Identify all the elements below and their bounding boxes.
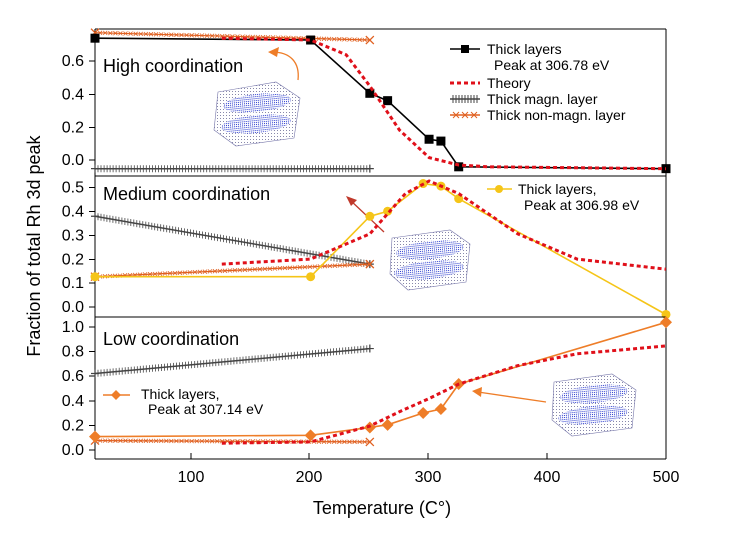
- panel-medium-coordination: 0.0 0.1 0.2 0.3 0.4 0.5 Medium coordinat…: [62, 175, 671, 319]
- x-tick-label: 100: [178, 469, 205, 486]
- legend-label: Theory: [487, 75, 531, 91]
- series-line-thick-magn-layer: [94, 347, 370, 375]
- legend-label: Thick non-magn. layer: [487, 107, 626, 123]
- y-tick-label: 0.0: [62, 299, 84, 316]
- y-tick-label: 0.0: [62, 442, 84, 459]
- data-point-diamond: [417, 406, 430, 419]
- series-line-thick-non-magn-layer: [94, 263, 370, 278]
- data-point-thick-magn-layer: [91, 369, 99, 378]
- data-point-diamond: [89, 430, 101, 443]
- panel-medium-arrowhead: [346, 196, 357, 206]
- panel-low-arrowhead: [472, 387, 482, 397]
- legend-label: Thick magn. layer: [487, 91, 598, 107]
- legend-label: Thick layers,: [518, 181, 597, 197]
- series-line-theory: [221, 179, 667, 271]
- series-hatch-thick-non-magn-layer: [92, 30, 373, 43]
- panel-high-legend: Thick layers Peak at 306.78 eV Theory Th…: [450, 41, 626, 123]
- data-point-thick-non-magn-layer: [365, 259, 375, 269]
- series-line-thick-layers: [94, 321, 667, 438]
- y-tick-label: 0.2: [62, 252, 84, 269]
- data-point-circle: [90, 272, 100, 282]
- x-tick-label: 300: [415, 469, 442, 486]
- y-tick-label: 0.3: [62, 228, 84, 245]
- legend-sublabel: Peak at 307.14 eV: [148, 401, 264, 417]
- x-tick-label: 400: [534, 469, 561, 486]
- panel-high-coordination: 0.0 0.2 0.4 0.6 High coordination Thick …: [62, 28, 671, 176]
- panel-low-atom-cluster-image: [551, 373, 637, 437]
- data-point-square: [90, 33, 100, 43]
- data-point-square: [383, 96, 393, 106]
- series-line-theory: [221, 36, 667, 171]
- panel-medium-atom-cluster-image: [389, 229, 471, 291]
- series-line-theory: [221, 344, 667, 445]
- legend-marker-diamond: [111, 390, 121, 400]
- y-tick-label: 0.2: [62, 418, 84, 435]
- panel-high-atom-cluster-image: [213, 81, 301, 147]
- legend-label: Thick layers: [487, 41, 562, 57]
- y-tick-label: 0.4: [62, 393, 84, 410]
- y-tick-label: 0.0: [62, 152, 84, 169]
- panel-medium-series: [90, 179, 671, 319]
- y-tick-label: 0.5: [62, 180, 84, 197]
- data-point-square: [436, 136, 446, 146]
- y-axis-label: Fraction of total Rh 3d peak: [24, 134, 44, 356]
- panel-high-y-ticks: 0.0 0.2 0.4 0.6: [62, 53, 95, 169]
- y-tick-label: 0.2: [62, 120, 84, 137]
- data-point-diamond: [381, 418, 394, 431]
- y-tick-label: 0.4: [62, 87, 84, 104]
- panel-low-series: [89, 316, 672, 447]
- data-point-square: [424, 134, 434, 144]
- panel-low-title: Low coordination: [103, 329, 239, 349]
- legend-label: Thick layers,: [141, 386, 220, 402]
- legend-sublabel: Peak at 306.78 eV: [494, 57, 610, 73]
- legend-marker-square: [461, 45, 469, 53]
- x-axis-label: Temperature (C°): [313, 498, 451, 518]
- panel-low-coordination: 0.0 0.2 0.4 0.6 0.8 1.0 Low coordination…: [62, 316, 672, 460]
- panel-medium-legend: Thick layers, Peak at 306.98 eV: [487, 181, 640, 213]
- data-point-circle: [306, 272, 316, 282]
- x-tick-label: 500: [653, 469, 680, 486]
- y-tick-label: 0.1: [62, 275, 84, 292]
- panel-high-arrowhead: [268, 47, 279, 57]
- y-tick-label: 0.8: [62, 344, 84, 361]
- data-point-square: [365, 88, 375, 98]
- y-tick-label: 0.4: [62, 204, 84, 221]
- legend-marker-nonmagn: [452, 111, 478, 119]
- data-point-diamond: [660, 316, 672, 329]
- data-point-thick-magn-layer: [365, 344, 374, 353]
- x-tick-label: 200: [296, 469, 323, 486]
- x-axis-ticks: 100 200 300 400 500: [178, 453, 680, 486]
- panel-medium-title: Medium coordination: [103, 184, 270, 204]
- data-point-square: [306, 35, 316, 45]
- panel-high-title: High coordination: [103, 56, 243, 76]
- panel-medium-y-ticks: 0.0 0.1 0.2 0.3 0.4 0.5: [62, 180, 95, 316]
- data-point-diamond: [304, 429, 317, 442]
- legend-marker-magn: [452, 95, 478, 103]
- data-point-thick-magn-layer: [91, 212, 99, 221]
- data-point-circle: [365, 211, 375, 221]
- data-point-thick-magn-layer: [91, 164, 99, 173]
- panel-high-series: [90, 28, 671, 174]
- panel-low-legend: Thick layers, Peak at 307.14 eV: [103, 386, 264, 417]
- data-point-diamond: [434, 403, 447, 416]
- panel-low-y-ticks: 0.0 0.2 0.4 0.6 0.8 1.0: [62, 319, 95, 459]
- data-point-thick-magn-layer: [365, 164, 374, 173]
- legend-marker-circle: [495, 185, 503, 193]
- data-point-thick-non-magn-layer: [365, 35, 375, 45]
- y-tick-label: 1.0: [62, 319, 84, 336]
- panel-low-annotation-arrow: [477, 391, 547, 403]
- y-tick-label: 0.6: [62, 53, 84, 70]
- data-point-thick-non-magn-layer: [365, 437, 375, 447]
- data-point-square: [454, 162, 464, 172]
- legend-sublabel: Peak at 306.98 eV: [524, 197, 640, 213]
- y-tick-label: 0.6: [62, 368, 84, 385]
